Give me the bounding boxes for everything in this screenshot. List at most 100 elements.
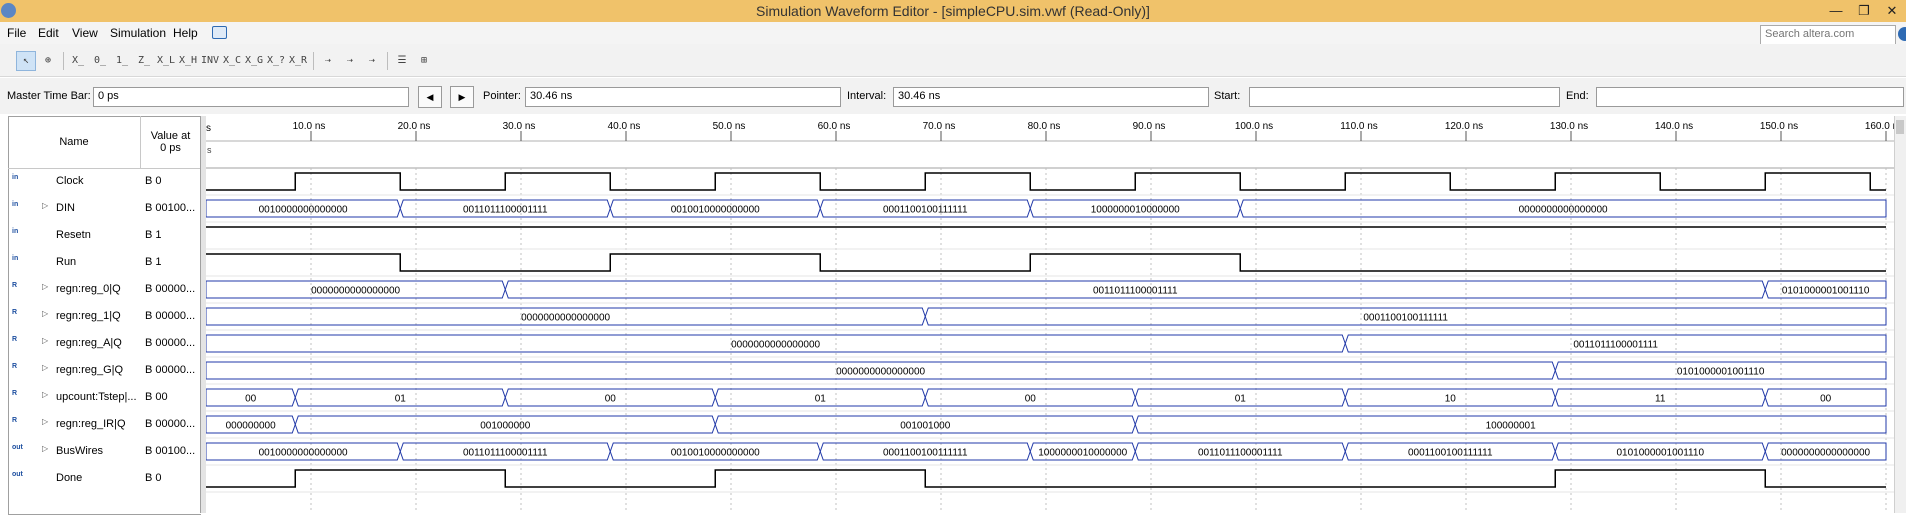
end-field[interactable] bbox=[1596, 87, 1904, 107]
bus-value-label: 0101000001001110 bbox=[1617, 448, 1705, 459]
bit-waveform bbox=[206, 172, 1886, 191]
grouped-view-icon[interactable]: ⊞ bbox=[420, 55, 428, 66]
force-high-impedance-icon[interactable]: Z̲ bbox=[137, 55, 151, 66]
restore-button[interactable]: ❐ bbox=[1858, 3, 1870, 18]
ruler-tick-label: 130.0 ns bbox=[1550, 121, 1588, 132]
end-label: End: bbox=[1566, 90, 1589, 102]
expand-toggle-icon[interactable]: ▷ bbox=[42, 363, 49, 372]
force-unknown-icon[interactable]: X̲ bbox=[71, 55, 85, 66]
search-input[interactable] bbox=[1761, 26, 1895, 42]
bus-value-label: 0001100100111111 bbox=[883, 205, 968, 216]
force-weak-low-icon[interactable]: X̲L bbox=[156, 55, 176, 66]
signal-value: B 00000... bbox=[145, 418, 196, 430]
invert-icon[interactable]: INV bbox=[200, 55, 220, 66]
expand-toggle-icon[interactable]: ▷ bbox=[42, 282, 49, 291]
clock-value-icon[interactable]: X̲G bbox=[244, 55, 264, 66]
expand-toggle-icon[interactable]: ▷ bbox=[42, 444, 49, 453]
search-box[interactable] bbox=[1760, 25, 1896, 45]
next-transition-button[interactable]: ▶ bbox=[450, 86, 474, 108]
feedback-icon[interactable] bbox=[212, 26, 227, 39]
list-view-icon[interactable]: ☰ bbox=[397, 55, 407, 66]
toolbar-separator bbox=[313, 52, 314, 70]
bus-value-label: 0000000000000000 bbox=[521, 313, 610, 324]
signal-value: B 00000... bbox=[145, 337, 196, 349]
signal-name: Run bbox=[56, 256, 77, 268]
force-weak-high-icon[interactable]: X̲H bbox=[178, 55, 198, 66]
expand-toggle-icon[interactable]: ▷ bbox=[42, 390, 49, 399]
grid-icon[interactable]: ⇢ bbox=[368, 55, 376, 66]
pointer-input[interactable] bbox=[526, 88, 840, 104]
bus-value-label: 0101000001001110 bbox=[1677, 367, 1765, 378]
value-column-header[interactable]: Value at 0 ps bbox=[141, 116, 200, 169]
selection-tool-icon[interactable]: ↖ bbox=[16, 51, 36, 71]
bus-segment bbox=[1134, 415, 1887, 434]
signal-value: B 1 bbox=[145, 256, 162, 268]
end-input[interactable] bbox=[1597, 88, 1903, 104]
bus-value-label: 01 bbox=[395, 394, 407, 405]
zoom-tool-icon[interactable]: ⊕ bbox=[44, 55, 52, 66]
interval-field[interactable] bbox=[893, 87, 1209, 107]
vertical-scrollbar[interactable] bbox=[1894, 116, 1906, 513]
signal-name: regn:reg_G|Q bbox=[56, 364, 124, 376]
menu-file[interactable]: File bbox=[7, 26, 27, 40]
start-field[interactable] bbox=[1249, 87, 1560, 107]
master-time-bar-input[interactable] bbox=[94, 88, 408, 104]
bus-value-label: 1000000010000000 bbox=[1038, 448, 1127, 459]
menu-help[interactable]: Help bbox=[173, 26, 198, 40]
signal-name: regn:reg_A|Q bbox=[56, 337, 122, 349]
globe-icon[interactable] bbox=[1898, 27, 1906, 41]
interval-input[interactable] bbox=[894, 88, 1208, 104]
force-low-icon[interactable]: 0̲ bbox=[93, 55, 107, 66]
signal-value: B 00000... bbox=[145, 283, 196, 295]
count-value-icon[interactable]: X̲C bbox=[222, 55, 242, 66]
bus-value-label: 0000000000000000 bbox=[311, 286, 400, 297]
app-icon[interactable] bbox=[1, 3, 16, 18]
signal-value: B 00100... bbox=[145, 202, 196, 214]
menu-view[interactable]: View bbox=[72, 26, 98, 40]
scrollbar-thumb[interactable] bbox=[1896, 120, 1904, 134]
toolbar bbox=[0, 44, 1906, 77]
master-time-bar-field[interactable] bbox=[93, 87, 409, 107]
prev-transition-button[interactable]: ◀ bbox=[418, 86, 442, 108]
bus-segment bbox=[1764, 280, 1887, 299]
ruler-tick-label: 160.0 ns bbox=[1865, 121, 1894, 132]
name-column-header[interactable]: Name bbox=[8, 116, 141, 169]
minimize-button[interactable]: — bbox=[1829, 3, 1843, 18]
close-button[interactable]: ✕ bbox=[1886, 3, 1898, 18]
pointer-field[interactable] bbox=[525, 87, 841, 107]
arbitrary-value-icon[interactable]: X̲R bbox=[288, 55, 308, 66]
value-header-line1: Value at bbox=[150, 130, 191, 142]
expand-toggle-icon[interactable]: ▷ bbox=[42, 309, 49, 318]
ruler-tick-label: 90.0 ns bbox=[1133, 121, 1166, 132]
start-input[interactable] bbox=[1250, 88, 1559, 104]
menu-edit[interactable]: Edit bbox=[38, 26, 59, 40]
signal-row[interactable]: R▷upcount:Tstep|...B 00 bbox=[8, 384, 200, 411]
expand-toggle-icon[interactable]: ▷ bbox=[42, 336, 49, 345]
expand-toggle-icon[interactable]: ▷ bbox=[42, 201, 49, 210]
signal-reg-icon: R bbox=[12, 390, 18, 397]
random-value-icon[interactable]: X̲? bbox=[266, 55, 286, 66]
menu-simulation[interactable]: Simulation bbox=[110, 26, 167, 40]
expand-toggle-icon[interactable]: ▷ bbox=[42, 417, 49, 426]
signal-reg-icon: R bbox=[12, 309, 18, 316]
window-title: Simulation Waveform Editor - [simpleCPU.… bbox=[756, 3, 1150, 19]
force-high-icon[interactable]: 1̲ bbox=[115, 55, 129, 66]
overwrite-icon[interactable]: ⇢ bbox=[346, 55, 354, 66]
bus-segment bbox=[1554, 361, 1887, 380]
toolbar-separator bbox=[63, 52, 64, 70]
bus-value-label: 00 bbox=[605, 394, 617, 405]
snap-icon[interactable]: ⇢ bbox=[324, 55, 332, 66]
